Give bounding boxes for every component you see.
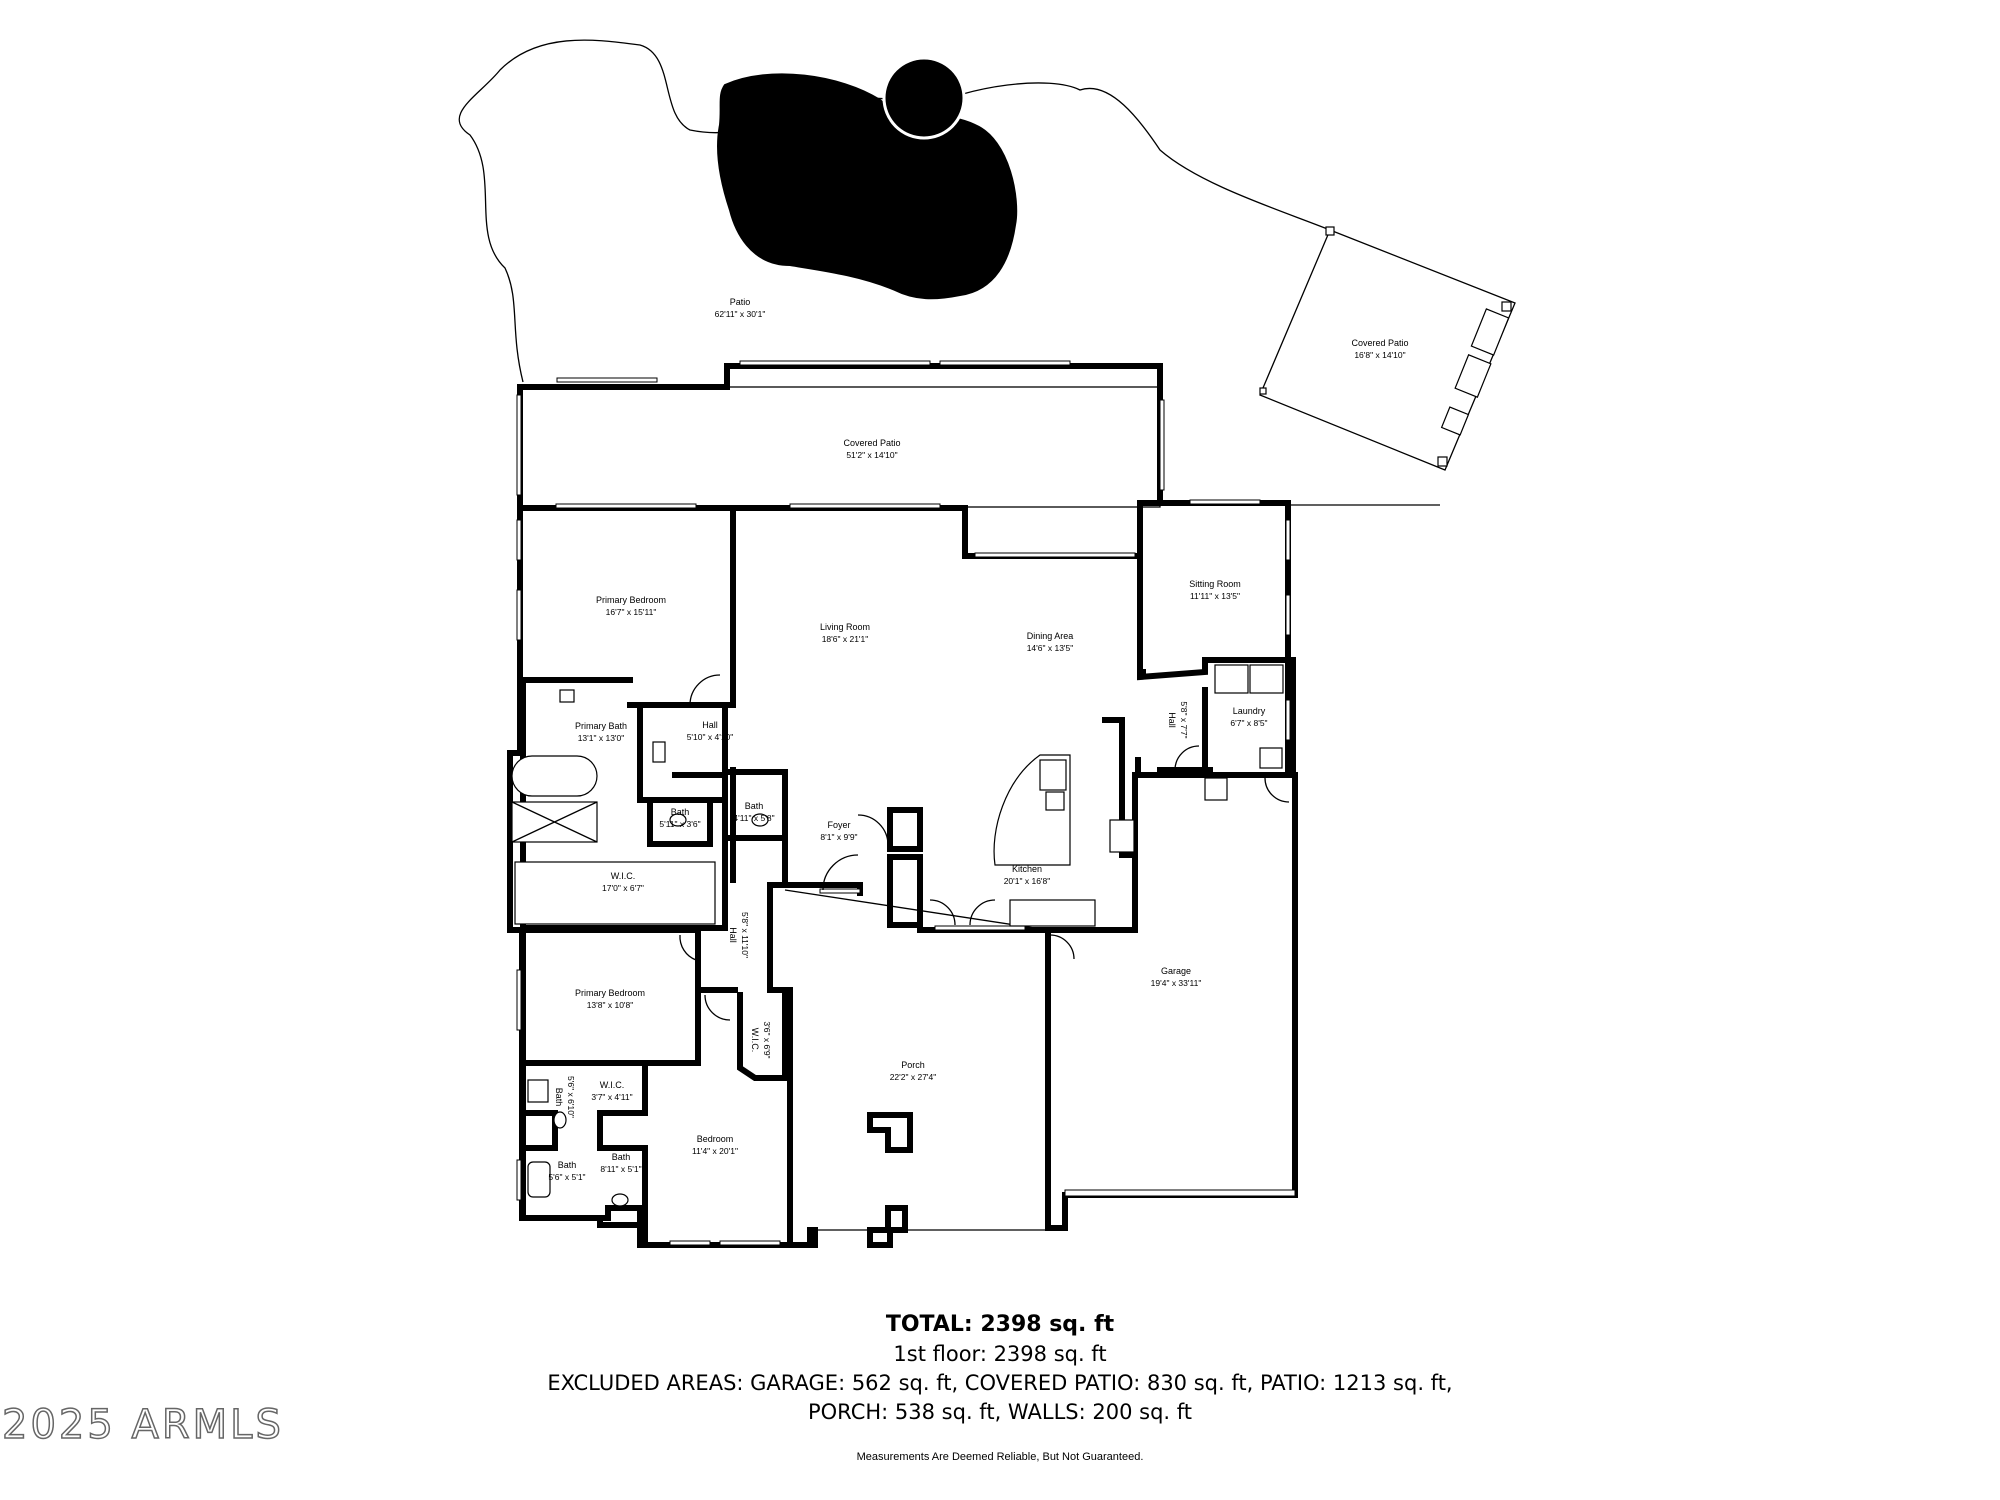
- spa: [882, 56, 966, 140]
- room-dims: 3'7" x 4'11": [591, 1092, 632, 1102]
- room-name: Bath: [612, 1152, 631, 1162]
- room-dims: 5'6" x 5'1": [548, 1172, 585, 1182]
- room-name: Foyer: [827, 820, 850, 830]
- room-name: Primary Bedroom: [596, 595, 666, 605]
- room-name: Kitchen: [1012, 864, 1042, 874]
- grill-icon: [1440, 308, 1510, 436]
- room-dims: 6'7" x 8'5": [1230, 718, 1267, 728]
- pool: [717, 73, 1018, 300]
- room-dims: 20'1" x 16'8": [1004, 876, 1051, 886]
- room-name: Bath: [745, 801, 764, 811]
- room-dims: 3'6" x 6'9": [762, 1021, 772, 1058]
- floor-area: 1st floor: 2398 sq. ft: [893, 1342, 1107, 1366]
- room-dims: 8'1" x 9'9": [820, 832, 857, 842]
- room-name: Covered Patio: [843, 438, 900, 448]
- room-dims: 51'2" x 14'10": [846, 450, 897, 460]
- primary-bath-fixtures: [511, 689, 716, 925]
- room-name: Bath: [554, 1088, 564, 1107]
- sitting-room-walls: [1137, 502, 1296, 778]
- room-name: Hall: [1167, 712, 1177, 728]
- garage-door: [1064, 1189, 1296, 1197]
- garage-walls: [1045, 772, 1298, 1231]
- room-dims: 17'0" x 6'7": [602, 883, 644, 893]
- room-name: Primary Bedroom: [575, 988, 645, 998]
- room-name: Bedroom: [697, 1134, 734, 1144]
- room-name: Hall: [702, 720, 718, 730]
- room-dims: 22'2" x 27'4": [890, 1072, 937, 1082]
- door-swings: [679, 674, 1290, 1021]
- room-name: W.I.C.: [600, 1080, 625, 1090]
- room-name: Covered Patio: [1351, 338, 1408, 348]
- foyer-walls: [767, 717, 1138, 933]
- covered-patio-side-outline: [1259, 229, 1516, 471]
- room-name: Hall: [728, 927, 738, 943]
- excluded-areas-line-1: EXCLUDED AREAS: GARAGE: 562 sq. ft, COVE…: [547, 1371, 1453, 1395]
- room-dims: 5'6" x 6'10": [566, 1076, 576, 1118]
- room-dims: 5'8" x 7'7": [1179, 701, 1189, 738]
- room-dims: 5'11" x 3'6": [659, 819, 700, 829]
- room-dims: 4'11" x 5'8": [733, 813, 774, 823]
- room-name: W.I.C.: [611, 871, 636, 881]
- room-dims: 16'8" x 14'10": [1354, 350, 1405, 360]
- windows: [516, 360, 1291, 1246]
- room-name: Laundry: [1233, 706, 1266, 716]
- room-labels: Patio 62'11" x 30'1" Covered Patio 51'2"…: [548, 297, 1408, 1182]
- kitchen-fixtures: [993, 754, 1135, 927]
- bedroom-walls: [642, 987, 813, 1248]
- covered-patio-main-outline: [519, 386, 1161, 508]
- room-name: Sitting Room: [1189, 579, 1241, 589]
- room-dims: 13'1" x 13'0": [578, 733, 625, 743]
- bath-fixtures: [527, 813, 769, 1207]
- room-dims: 13'8" x 10'8": [587, 1000, 634, 1010]
- porch-walls: [767, 887, 913, 1248]
- room-dims: 8'11" x 5'1": [600, 1164, 641, 1174]
- watermark: 2025 ARMLS: [1, 1401, 284, 1449]
- laundry-fixtures: [1204, 664, 1284, 801]
- exterior-walls: [507, 363, 1291, 1248]
- room-dims: 5'10" x 4'10": [687, 732, 734, 742]
- room-dims: 16'7" x 15'11": [606, 607, 657, 617]
- primary-bedroom-walls: [517, 677, 736, 756]
- room-name: Dining Area: [1027, 631, 1074, 641]
- room-dims: 11'11" x 13'5": [1190, 591, 1240, 601]
- room-dims: 11'4" x 20'1": [692, 1146, 738, 1156]
- patio-outline: [458, 39, 1331, 383]
- room-dims: 62'11" x 30'1": [715, 309, 766, 319]
- room-name: Bath: [671, 807, 690, 817]
- area-summary: TOTAL: 2398 sq. ft 1st floor: 2398 sq. f…: [0, 1310, 2000, 1427]
- excluded-areas-line-2: PORCH: 538 sq. ft, WALLS: 200 sq. ft: [807, 1400, 1193, 1424]
- room-name: Bath: [558, 1160, 577, 1170]
- disclaimer: Measurements Are Deemed Reliable, But No…: [856, 1451, 1144, 1463]
- room-name: W.I.C.: [750, 1028, 760, 1053]
- room-dims: 18'6" x 21'1": [822, 634, 869, 644]
- room-dims: 5'8" x 11'10": [740, 912, 750, 958]
- room-name: Garage: [1161, 966, 1191, 976]
- porch-outline: [784, 889, 1049, 1231]
- room-name: Living Room: [820, 622, 870, 632]
- room-dims: 14'6" x 13'5": [1027, 643, 1074, 653]
- room-dims: 19'4" x 33'11": [1151, 978, 1202, 988]
- lower-left-walls: [520, 927, 701, 1228]
- room-name: Porch: [901, 1060, 925, 1070]
- room-name: Patio: [730, 297, 751, 307]
- room-name: Primary Bath: [575, 721, 627, 731]
- total-area: TOTAL: 2398 sq. ft: [885, 1312, 1115, 1337]
- center-walls: [722, 702, 788, 888]
